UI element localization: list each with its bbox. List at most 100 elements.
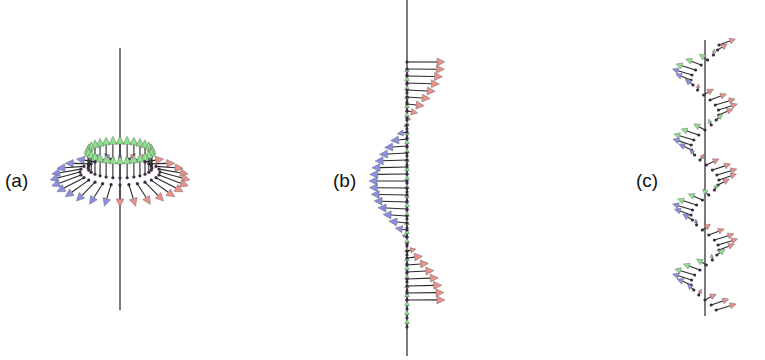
- arrow-head: [378, 204, 386, 212]
- arrow-dot: [711, 258, 714, 261]
- arrow-head: [686, 58, 693, 64]
- arrow-shaft: [407, 270, 426, 272]
- arrow-head: [52, 179, 61, 186]
- arrow-shaft: [407, 264, 421, 265]
- arrow-dot: [703, 298, 706, 301]
- arrow-shaft: [712, 166, 725, 170]
- arrow-head: [717, 114, 723, 120]
- arrow-head: [697, 259, 704, 265]
- arrow-head: [696, 84, 700, 88]
- arrow-head: [130, 137, 138, 145]
- arrow-dot: [710, 123, 713, 126]
- arrow-head: [102, 155, 110, 163]
- arrow-dot: [703, 128, 706, 131]
- arrow-dot: [143, 181, 146, 184]
- arrow-shaft: [378, 173, 407, 174]
- arrow-dot: [701, 198, 704, 201]
- arrow-dot: [707, 233, 710, 236]
- arrow-dot: [714, 103, 717, 106]
- arrow-shaft: [94, 160, 95, 174]
- arrow-dot: [697, 293, 700, 296]
- arrow-dot: [708, 98, 711, 101]
- arrow-dot: [109, 183, 112, 186]
- arrow-dot: [405, 291, 408, 294]
- arrow-dot: [405, 116, 408, 119]
- helix-arrows: [369, 58, 445, 329]
- arrow-dot: [405, 60, 408, 63]
- arrow-dot: [705, 263, 708, 266]
- arrow-dot: [405, 172, 408, 175]
- arrow-dot: [101, 182, 104, 185]
- arrow-head: [420, 260, 428, 268]
- arrow-head: [374, 197, 382, 205]
- arrow-head: [405, 238, 410, 243]
- arrow-head: [103, 197, 111, 206]
- arrow-dot: [695, 203, 698, 206]
- arrow-head: [708, 119, 712, 123]
- arrow-dot: [405, 81, 408, 84]
- arrow-head: [726, 109, 733, 115]
- arrow-head: [727, 233, 734, 239]
- arrow-dot: [82, 165, 85, 168]
- arrow-head: [434, 73, 442, 81]
- arrow-head: [436, 289, 444, 297]
- arrow-dot: [158, 170, 161, 173]
- arrow-shaft: [715, 101, 729, 105]
- arrow-shaft: [119, 185, 120, 199]
- arrow-dot: [154, 176, 157, 179]
- arrow-dot: [405, 298, 408, 301]
- arrow-head: [402, 235, 406, 238]
- arrow-head: [683, 214, 690, 220]
- arrow-dot: [711, 168, 714, 171]
- arrow-dot: [79, 168, 82, 171]
- arrow-dot: [136, 182, 139, 185]
- arrow-shaft: [377, 187, 407, 188]
- arrow-shaft: [407, 75, 434, 77]
- arrow-dot: [405, 235, 408, 238]
- arrow-dot: [405, 270, 408, 273]
- arrow-head: [683, 263, 690, 269]
- arrow-head: [405, 283, 410, 288]
- arrow-shaft: [144, 160, 145, 174]
- arrow-shaft: [377, 180, 407, 181]
- arrow-shaft: [64, 178, 84, 188]
- arrow-shaft: [82, 182, 95, 195]
- arrow-dot: [150, 179, 153, 182]
- arrow-dot: [405, 158, 408, 161]
- arrow-dot: [700, 63, 703, 66]
- arrow-head: [383, 211, 391, 219]
- arrow-dot: [692, 288, 695, 291]
- arrow-dot: [405, 67, 408, 70]
- arrow-head: [136, 154, 144, 162]
- arrow-head: [674, 133, 681, 139]
- arrow-shaft: [680, 136, 694, 140]
- arrow-dot: [405, 193, 408, 196]
- arrow-dot: [706, 58, 709, 61]
- arrow-dot: [717, 108, 720, 111]
- arrow-head: [109, 136, 117, 144]
- arrow-dot: [698, 268, 701, 271]
- arrow-head: [698, 289, 702, 293]
- arrow-dot: [693, 273, 696, 276]
- arrow-shaft: [379, 194, 407, 196]
- arrow-head: [712, 159, 719, 164]
- arrow-dot: [93, 181, 96, 184]
- arrow-head: [681, 128, 688, 134]
- arrow-shaft: [145, 182, 158, 195]
- arrow-dot: [132, 175, 135, 178]
- arrow-head: [179, 179, 188, 186]
- ring-arrows: [50, 136, 190, 207]
- arrow-shaft: [391, 215, 407, 216]
- arrow-shaft: [681, 271, 695, 275]
- arrow-head: [405, 112, 410, 117]
- arrow-dot: [405, 284, 408, 287]
- arrow-shaft: [711, 301, 723, 305]
- axis-line: [704, 40, 705, 316]
- arrow-head: [431, 80, 439, 88]
- arrow-shaft: [148, 158, 149, 172]
- arrow-dot: [695, 223, 698, 226]
- arrow-head: [729, 98, 736, 104]
- arrow-head: [123, 136, 131, 144]
- arrow-shaft: [407, 299, 437, 300]
- arrow-head: [710, 294, 717, 299]
